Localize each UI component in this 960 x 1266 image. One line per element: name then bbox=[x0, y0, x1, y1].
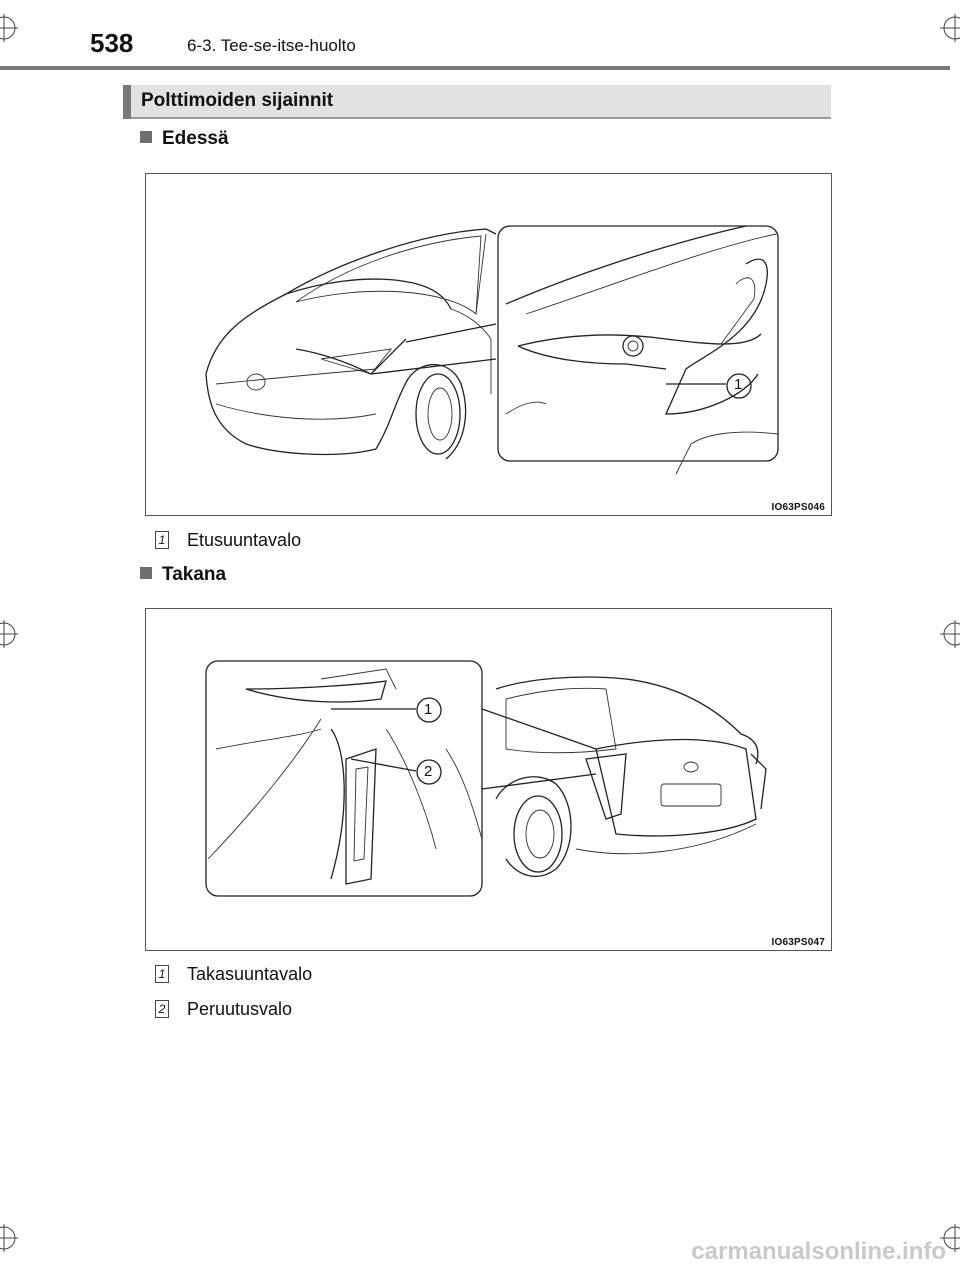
header-divider bbox=[0, 66, 950, 70]
rear-figure: 1 2 IO63PS047 bbox=[145, 608, 832, 951]
rear-heading-text: Takana bbox=[162, 564, 227, 585]
front-legend-number: 1 bbox=[155, 531, 169, 549]
rear-legend-label-1: Takasuuntavalo bbox=[187, 964, 313, 984]
rear-heading: Takana bbox=[140, 564, 226, 586]
rear-legend-item-1: 1 Takasuuntavalo bbox=[155, 964, 555, 986]
footer-watermark: carmanualsonline.info bbox=[691, 1238, 946, 1265]
section-title: Polttimoiden sijainnit bbox=[141, 90, 334, 111]
rear-car-illustration bbox=[205, 660, 767, 897]
front-callout-label: 1 bbox=[734, 376, 743, 393]
front-heading-text: Edessä bbox=[162, 128, 229, 149]
front-car-illustration bbox=[205, 225, 779, 475]
front-heading: Edessä bbox=[140, 128, 229, 150]
square-bullet-icon bbox=[140, 131, 152, 143]
front-figure-code: IO63PS046 bbox=[771, 502, 825, 513]
front-inset-frame bbox=[497, 225, 779, 462]
section-header: Polttimoiden sijainnit bbox=[123, 85, 831, 119]
rear-legend-label-2: Peruutusvalo bbox=[187, 999, 293, 1019]
rear-figure-code: IO63PS047 bbox=[771, 937, 825, 948]
square-bullet-icon bbox=[140, 567, 152, 579]
rear-callout-1-label: 1 bbox=[424, 701, 433, 718]
front-figure: 1 IO63PS046 bbox=[145, 173, 832, 516]
section-accent bbox=[123, 85, 131, 119]
rear-legend-item-2: 2 Peruutusvalo bbox=[155, 999, 555, 1021]
rear-inset-frame bbox=[205, 660, 483, 897]
front-legend-label: Etusuuntavalo bbox=[187, 530, 302, 550]
rear-legend-number-2: 2 bbox=[155, 1000, 169, 1018]
page-number: 538 bbox=[90, 28, 134, 58]
rear-legend-number-1: 1 bbox=[155, 965, 169, 983]
front-legend-item: 1 Etusuuntavalo bbox=[155, 530, 555, 552]
rear-callout-2-label: 2 bbox=[424, 763, 433, 780]
chapter-title: 6-3. Tee-se-itse-huolto bbox=[187, 36, 356, 55]
